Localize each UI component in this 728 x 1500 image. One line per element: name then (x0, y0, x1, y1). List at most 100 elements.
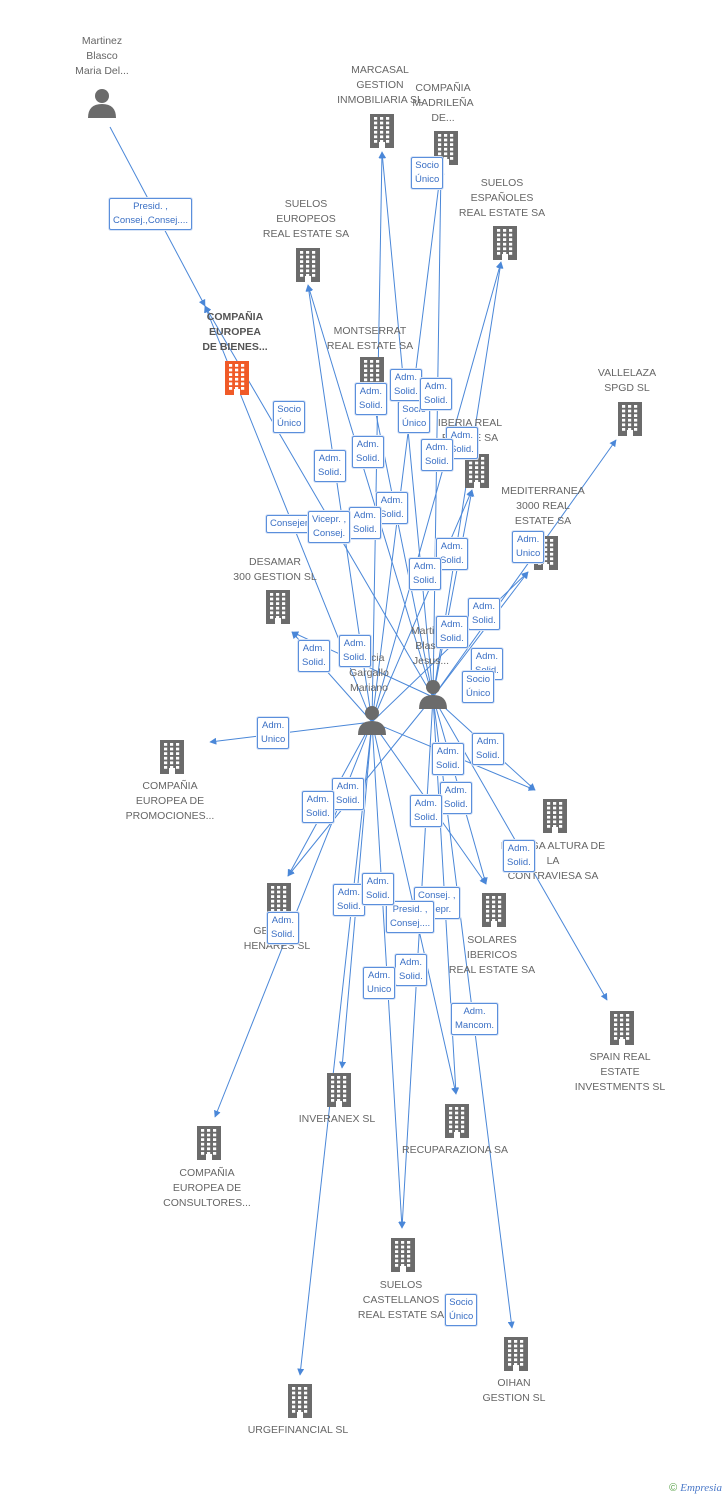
relation-label-r14[interactable]: Consejero (266, 515, 318, 533)
person-icon-martinez_blasco_maria[interactable] (87, 88, 117, 123)
relation-label-line: Unico (367, 984, 392, 995)
building-icon-compania_europea_consultores[interactable] (194, 1126, 224, 1165)
relation-label-r04[interactable]: Adm.Solid. (390, 369, 422, 401)
relation-label-line: Solid. (353, 524, 377, 535)
relation-label-line: Adm. (440, 619, 463, 630)
relation-label-r22[interactable]: Adm.Solid. (339, 635, 371, 667)
relation-label-line: Adm. (436, 746, 459, 757)
relation-label-line: Unico (516, 548, 541, 559)
node-label-inveranex[interactable]: INVERANEX SL (272, 1112, 402, 1127)
relation-label-line: Único (449, 1311, 474, 1322)
relation-label-line: Socio (277, 404, 302, 415)
relation-label-r29[interactable]: Adm.Solid. (440, 782, 472, 814)
node-label-line: Maria Del... (75, 65, 129, 77)
relation-label-r18[interactable]: Adm.Unico (512, 531, 545, 563)
relation-label-line: Adm. (366, 876, 389, 887)
relation-label-line: Único (402, 418, 427, 429)
node-label-line: EUROPEA DE (172, 1182, 242, 1194)
node-label-line: COMPAÑIA (179, 1167, 235, 1179)
building-icon-spain_real_estate[interactable] (607, 1011, 637, 1050)
relation-label-r16[interactable]: Adm.Solid. (436, 538, 468, 570)
relation-label-line: Adm. (414, 798, 437, 809)
building-icon-suelos_castellanos[interactable] (388, 1238, 418, 1277)
relation-label-r40[interactable]: Adm.Mancom. (451, 1003, 499, 1035)
node-label-urgefinancial[interactable]: URGEFINANCIAL SL (233, 1423, 363, 1438)
building-icon-compania_europea_promociones[interactable] (157, 740, 187, 779)
building-icon-compania_europea_bienes[interactable] (222, 361, 252, 400)
relation-label-r35[interactable]: Presid. ,Consej.... (386, 901, 435, 933)
node-label-line: DESAMAR (249, 556, 301, 568)
building-icon-desamar[interactable] (263, 590, 293, 629)
relation-label-r13[interactable]: Adm.Solid. (349, 507, 381, 539)
building-icon-solares_ibericos[interactable] (479, 893, 509, 932)
relation-label-r32[interactable]: Adm.Solid. (503, 840, 535, 872)
relation-label-r20[interactable]: Adm.Solid. (436, 616, 468, 648)
relation-label-r27[interactable]: Adm.Solid. (432, 743, 464, 775)
relation-label-r39[interactable]: Adm. Unico (363, 967, 396, 999)
relation-label-r03[interactable]: Adm.Solid. (355, 383, 387, 415)
relation-label-r11[interactable]: Adm.Solid. (421, 439, 453, 471)
building-icon-urgefinancial[interactable] (285, 1384, 315, 1423)
building-icon-recuparaziona[interactable] (442, 1104, 472, 1143)
person-icon-gargallo_mariano[interactable] (357, 705, 387, 740)
relation-label-line: Solid. (440, 555, 464, 566)
building-icon-vallelaza[interactable] (615, 402, 645, 441)
relation-label-r26[interactable]: Adm.Solid. (472, 733, 504, 765)
building-icon-suelos_europeos[interactable] (293, 248, 323, 287)
relation-label-r19[interactable]: Adm.Solid. (468, 598, 500, 630)
building-icon-contraviesa[interactable] (540, 799, 570, 838)
person-icon-martinez_blasco_jesus[interactable] (418, 679, 448, 714)
edge-gargallo_mariano-to-iberia_real (371, 489, 473, 723)
relation-label-r25[interactable]: Adm.Unico (257, 717, 290, 749)
relation-label-r30[interactable]: Adm.Solid. (302, 791, 334, 823)
relation-label-r01[interactable]: Presid. ,Consej.,Consej.... (109, 198, 192, 230)
relation-label-r07[interactable]: Adm.Solid. (352, 436, 384, 468)
relation-label-r36[interactable]: Adm.Solid. (362, 873, 394, 905)
node-label-line: COMPAÑIA (206, 311, 264, 323)
building-icon-inveranex[interactable] (324, 1073, 354, 1112)
relation-label-line: Adm. (368, 970, 391, 981)
building-icon-suelos_espanoles[interactable] (490, 226, 520, 265)
relation-label-line: Adm. (394, 372, 417, 383)
node-label-recuparaziona[interactable]: RECUPARAZIONA SA (390, 1143, 520, 1158)
relation-label-line: Adm. (463, 1006, 486, 1017)
node-label-line: PROMOCIONES... (125, 810, 215, 822)
relation-label-r33[interactable]: Adm.Solid. (333, 884, 365, 916)
edge-gargallo_mariano-to-compania_europea_promociones (209, 721, 373, 745)
relation-label-r21[interactable]: Adm.Solid. (298, 640, 330, 672)
building-icon-oihan[interactable] (501, 1337, 531, 1376)
node-label-line: Blasco (86, 50, 118, 62)
node-label-line: SUELOS (284, 198, 328, 210)
relation-label-r31[interactable]: Adm.Solid. (410, 795, 442, 827)
relation-label-r15[interactable]: Vicepr. ,Consej. (308, 511, 351, 543)
relation-label-r37[interactable]: Adm.Solid. (267, 912, 299, 944)
relation-label-r10[interactable]: Adm.Solid. (314, 450, 346, 482)
building-icon-marcasal[interactable] (367, 114, 397, 153)
relation-label-r05[interactable]: Adm.Solid. (420, 378, 452, 410)
relation-label-r28[interactable]: Adm.Solid. (332, 778, 364, 810)
relation-label-r17[interactable]: Adm.Solid. (409, 558, 441, 590)
relation-label-r38[interactable]: Adm.Solid. (395, 954, 427, 986)
relation-label-line: Solid. (425, 456, 449, 467)
